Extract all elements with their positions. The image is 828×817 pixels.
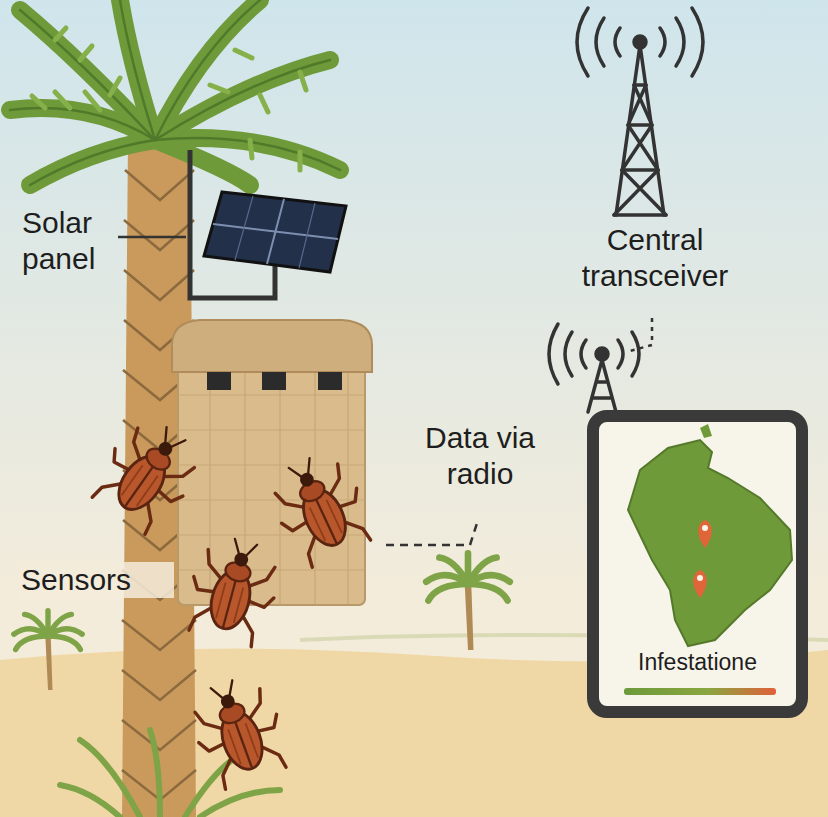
leader-line: [118, 236, 186, 239]
status-text: Infestatione: [638, 649, 757, 676]
signal-label: Data via radio: [395, 420, 565, 492]
phone-display: Infestatione: [587, 410, 808, 718]
part-label: Central transceiver: [540, 222, 770, 294]
part-label: Sensors: [18, 562, 174, 598]
small-palm: [14, 611, 82, 690]
small-palm: [426, 553, 510, 650]
trap: [172, 320, 372, 605]
central-tower: [577, 8, 703, 215]
weevils: [85, 410, 379, 792]
part-label: Solar panel: [22, 205, 122, 277]
phone-antenna: [549, 324, 639, 412]
phone-screen: [593, 416, 802, 712]
solar-panel: [204, 192, 346, 272]
leader-line: [386, 520, 478, 545]
